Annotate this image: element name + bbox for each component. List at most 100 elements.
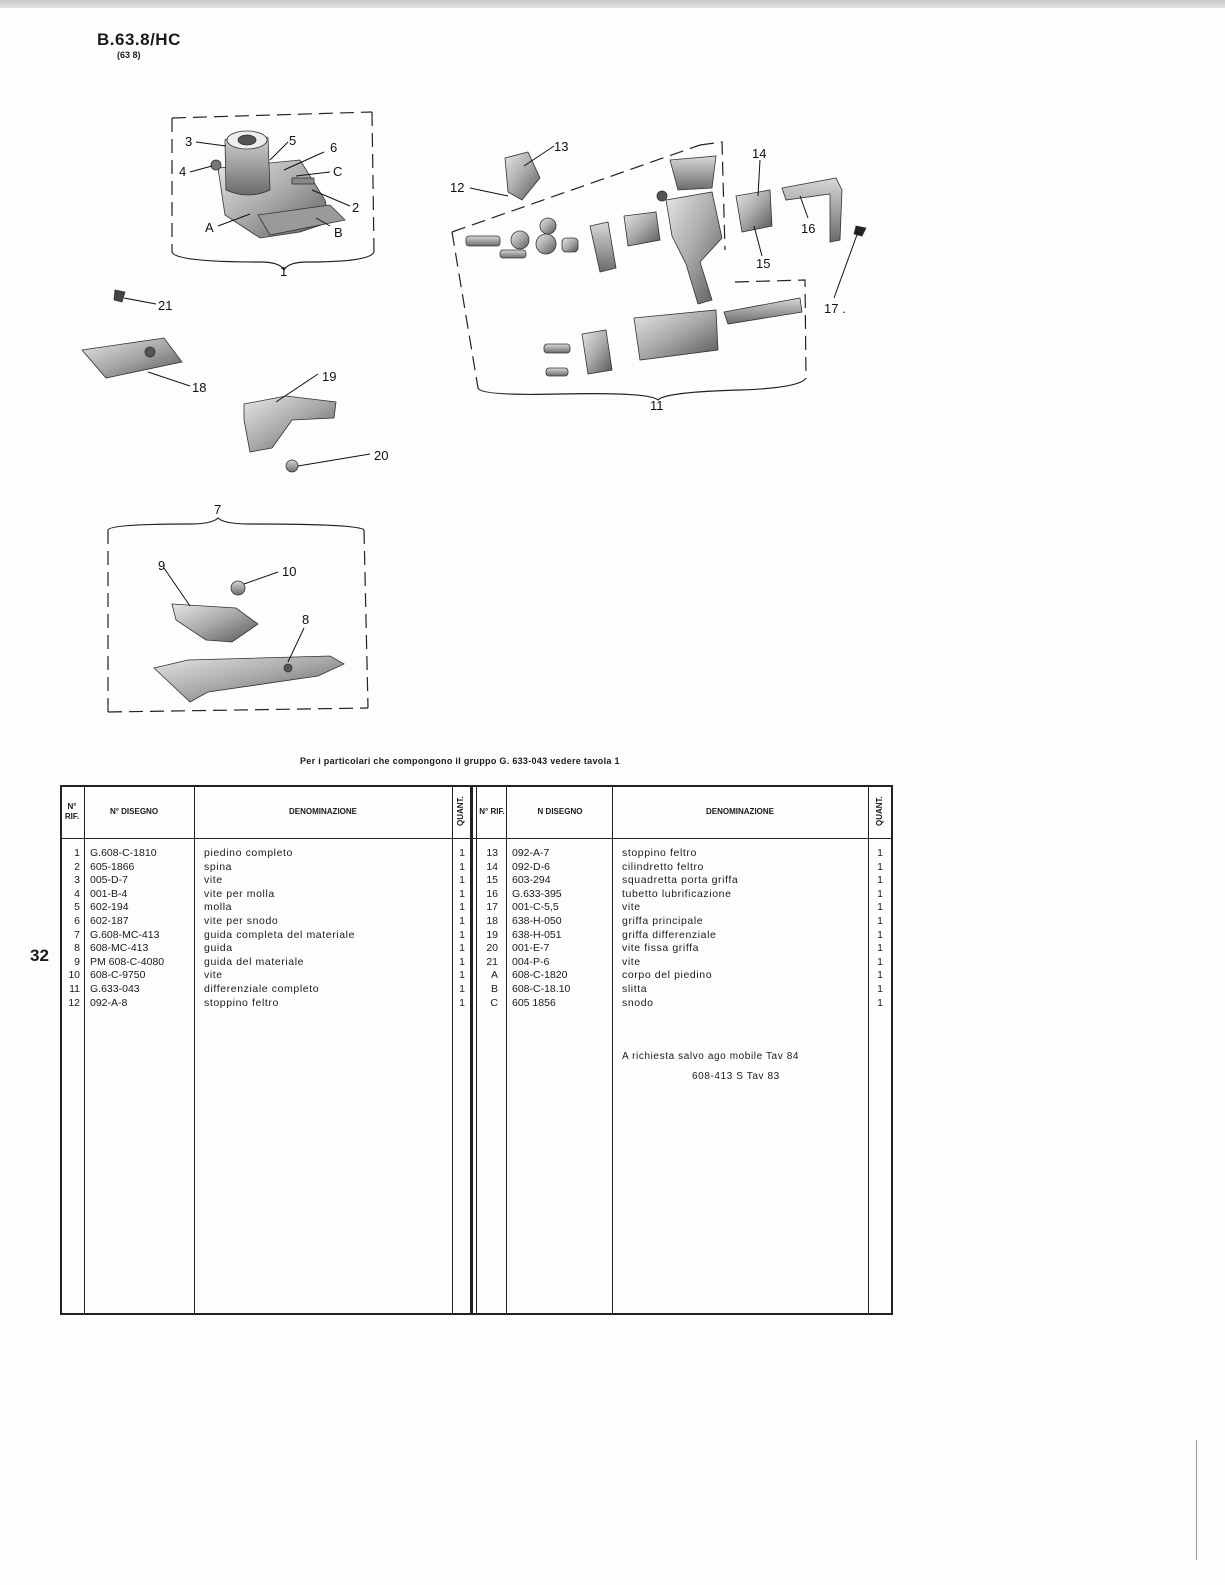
scan-edge-mark [1196, 1440, 1197, 1560]
cell-code: 605-1866 [90, 860, 135, 873]
col-divider [476, 785, 477, 1313]
exploded-parts-diagram: 1 2 3 4 5 6 C A B 21 18 19 20 7 9 10 8 1… [81, 111, 867, 713]
cell-rif: 8 [74, 942, 80, 955]
cell-desc: stoppino feltro [622, 847, 697, 859]
cell-code: 608-MC-413 [90, 942, 149, 955]
cell-desc: vite [204, 874, 223, 887]
cell-rif: 5 [74, 901, 80, 914]
cell-code: PM 608-C-4080 [90, 955, 165, 968]
cell-code: 001-B-4 [90, 887, 128, 900]
callout-14: 14 [752, 146, 766, 161]
cell-qty: 1 [877, 969, 883, 982]
cell-desc: vite per molla [204, 887, 275, 900]
header-denominazione: DENOMINAZIONE [289, 806, 357, 816]
cell-rif: 14 [486, 860, 498, 873]
cell-qty: 1 [877, 901, 883, 914]
cell-qty: 1 [459, 983, 465, 995]
cell-qty: 1 [459, 901, 465, 914]
cell-desc: spina [204, 860, 233, 873]
group-differential [451, 141, 807, 401]
cell-code: 608-C-18.10 [512, 983, 571, 995]
cell-qty: 1 [877, 887, 883, 900]
material-guide-parts [153, 580, 345, 703]
callout-19: 19 [322, 369, 336, 384]
cell-code: 605 1856 [512, 996, 556, 1009]
callout-15: 15 [756, 256, 770, 271]
cell-rif: 12 [68, 996, 80, 1009]
model-subcode: (63 8) [117, 50, 141, 60]
cell-code: 005-D-7 [90, 874, 128, 887]
cell-qty: 1 [459, 887, 465, 900]
cell-qty: 1 [877, 942, 883, 955]
cell-rif: B [490, 983, 498, 995]
cell-qty: 1 [877, 915, 883, 927]
cell-rif: 21 [486, 955, 498, 968]
callout-4: 4 [179, 164, 186, 179]
cell-desc: stoppino feltro [204, 996, 279, 1009]
callout-21: 21 [158, 298, 172, 313]
callout-10: 10 [282, 564, 296, 579]
cell-code: 638-H-051 [512, 928, 562, 941]
cell-rif: 10 [68, 969, 80, 982]
callout-1: 1 [280, 264, 287, 279]
callout-8: 8 [302, 612, 309, 627]
cell-qty: 1 [877, 847, 883, 859]
callout-20: 20 [374, 448, 388, 463]
cell-code: 001-C-5,5 [512, 901, 559, 914]
cell-rif: 16 [486, 887, 498, 900]
callout-6: 6 [330, 140, 337, 155]
cell-code: G.633-395 [512, 887, 562, 900]
header-rif: N° RIF. [64, 801, 80, 821]
cell-code: 638-H-050 [512, 915, 562, 927]
cell-qty: 1 [459, 942, 465, 955]
cell-qty: 1 [877, 874, 883, 887]
col-divider [194, 785, 195, 1313]
cell-code: G.633-043 [90, 983, 140, 995]
presser-foot-part [210, 130, 346, 239]
header-disegno: N° DISEGNO [109, 806, 159, 816]
callout-c: C [333, 164, 342, 179]
cell-rif: 17 [486, 901, 498, 914]
header-quant-2: QUANT. [875, 796, 884, 827]
cell-desc: griffa differenziale [622, 928, 717, 941]
cell-desc: guida del materiale [204, 955, 305, 968]
loose-parts [81, 289, 337, 473]
callout-2: 2 [352, 200, 359, 215]
cell-code: 602-194 [90, 901, 129, 914]
cell-rif: 13 [486, 847, 498, 859]
cell-code: 602-187 [90, 915, 129, 927]
cell-desc: tubetto lubrificazione [622, 887, 732, 900]
group-presser-foot [171, 111, 375, 272]
cell-qty: 1 [877, 860, 883, 873]
col-divider [506, 785, 507, 1313]
callout-17: 17 . [824, 301, 846, 316]
cell-desc: corpo del piedino [622, 969, 713, 982]
cell-rif: 19 [486, 928, 498, 941]
callout-9: 9 [158, 558, 165, 573]
callout-a: A [205, 220, 214, 235]
scan-top-edge [0, 0, 1225, 8]
header-divider [60, 838, 891, 839]
cell-rif: A [490, 969, 498, 982]
cell-desc: vite [622, 901, 641, 914]
cell-qty: 1 [459, 860, 465, 873]
col-divider [84, 785, 85, 1313]
col-divider [868, 785, 869, 1313]
callout-3: 3 [185, 134, 192, 149]
cell-code: 092-A-7 [512, 847, 550, 859]
cell-qty: 1 [459, 874, 465, 887]
cell-qty: 1 [877, 996, 883, 1009]
cell-rif: 1 [74, 847, 80, 859]
cell-code: G.608-MC-413 [90, 928, 160, 941]
cell-qty: 1 [877, 983, 883, 995]
cell-desc: vite [204, 969, 223, 982]
callout-11: 11 [650, 398, 664, 413]
callout-13: 13 [554, 139, 568, 154]
cell-rif: 2 [74, 860, 80, 873]
cell-rif: 3 [74, 874, 80, 887]
cell-rif: C [490, 996, 498, 1009]
cell-desc: griffa principale [622, 915, 704, 927]
cell-rif: 15 [486, 874, 498, 887]
header-denominazione-2: DENOMINAZIONE [706, 806, 774, 816]
col-divider-center [470, 785, 473, 1313]
